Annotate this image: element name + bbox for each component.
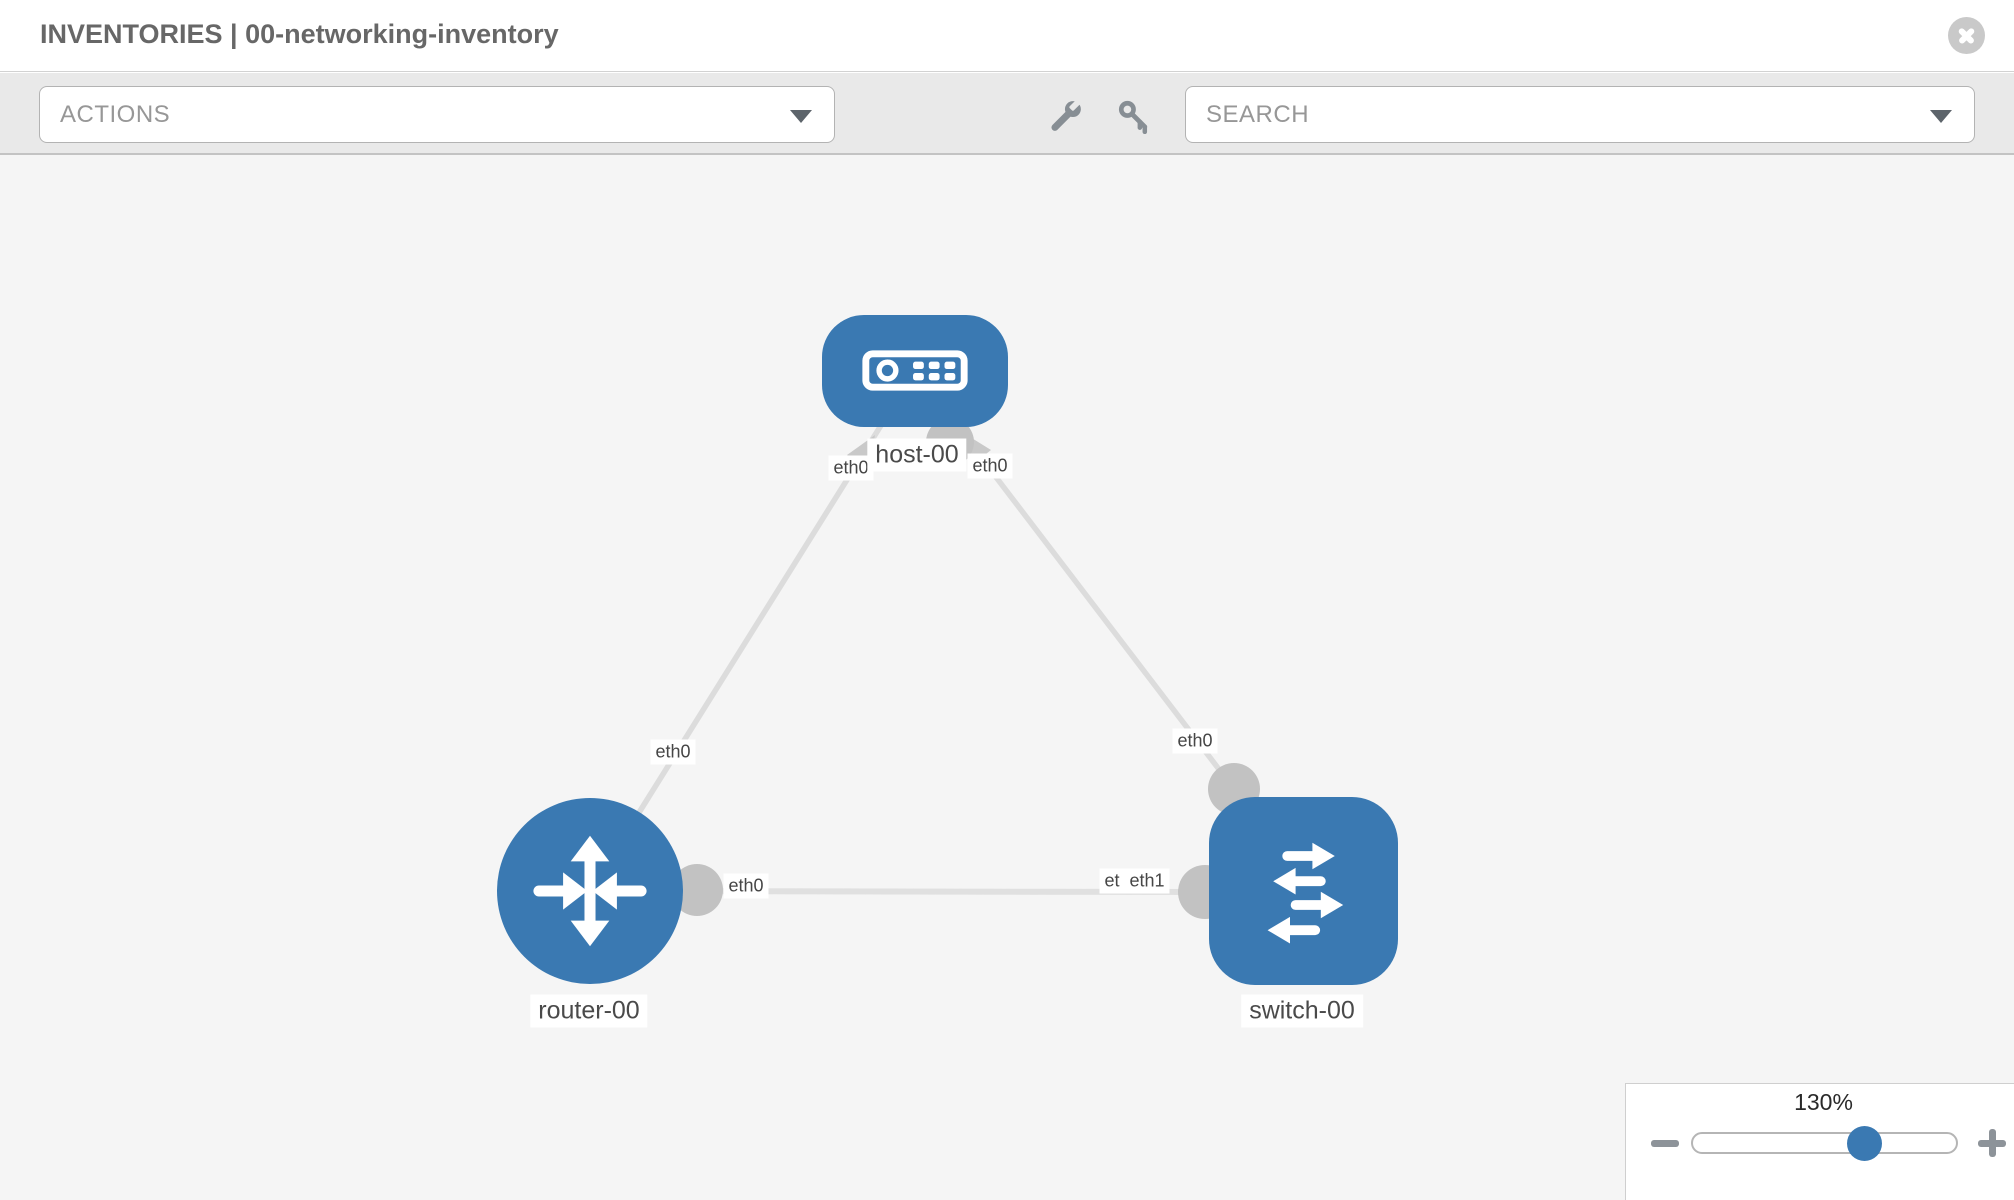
zoom-slider-track[interactable] — [1691, 1132, 1958, 1154]
actions-dropdown-label: ACTIONS — [60, 100, 171, 128]
interface-label-host-eth0-to-router: eth0 — [828, 455, 874, 481]
interface-label-router-eth0-to-host: eth0 — [650, 739, 696, 765]
actions-dropdown[interactable]: ACTIONS — [39, 86, 835, 143]
node-switch-00[interactable] — [1209, 797, 1398, 985]
node-label-router-00[interactable]: router-00 — [530, 994, 648, 1028]
topology-links-layer — [587, 369, 1260, 919]
zoom-slider-knob[interactable] — [1847, 1126, 1882, 1161]
node-label-switch-00[interactable]: switch-00 — [1241, 994, 1363, 1028]
search-dropdown-label: SEARCH — [1206, 100, 1310, 128]
chevron-down-icon — [1930, 110, 1952, 123]
node-router-00[interactable] — [497, 798, 683, 984]
toolbar: ACTIONS SEARCH — [0, 73, 2014, 155]
chevron-down-icon — [790, 110, 812, 123]
close-button[interactable] — [1948, 17, 1985, 54]
interface-label-switch-eth1-to-router: eth1 — [1124, 868, 1170, 894]
node-label-host-00[interactable]: host-00 — [867, 438, 967, 472]
zoom-percentage: 130% — [1794, 1089, 1853, 1115]
endpoint-router-eth0[interactable] — [671, 864, 723, 916]
page-header: INVENTORIES | 00-networking-inventory — [0, 0, 2014, 72]
switch-arrows-icon — [1267, 842, 1343, 944]
interface-label-truncated: et — [1099, 868, 1125, 894]
minus-icon[interactable] — [1651, 1140, 1679, 1147]
interface-label-router-eth0-to-switch: eth0 — [723, 873, 769, 899]
key-icon[interactable] — [1116, 98, 1152, 134]
router-arrows-icon — [533, 835, 647, 947]
search-dropdown[interactable]: SEARCH — [1185, 86, 1975, 143]
wrench-icon[interactable] — [1048, 98, 1084, 134]
interface-label-host-eth0-to-switch: eth0 — [967, 453, 1013, 479]
topology-canvas[interactable]: host-00 eth0 eth0 eth0 eth0 eth0 et eth1… — [0, 155, 2014, 1200]
node-host-00[interactable] — [822, 315, 1008, 427]
server-icon — [862, 349, 968, 391]
plus-icon[interactable] — [1978, 1129, 2006, 1157]
page-title: INVENTORIES | 00-networking-inventory — [40, 19, 559, 49]
interface-label-switch-eth0-to-host: eth0 — [1172, 728, 1218, 754]
plus-icon-bar — [1988, 1129, 1996, 1157]
zoom-control-panel: 130% — [1625, 1083, 2014, 1200]
